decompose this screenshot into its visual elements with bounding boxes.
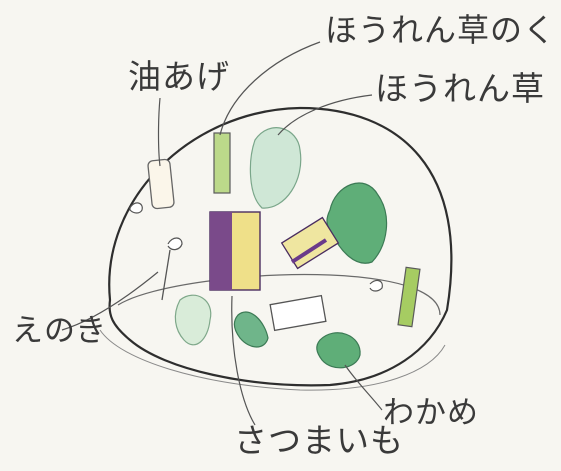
label-spinach: ほうれん草 bbox=[375, 69, 545, 108]
tofu-piece bbox=[269, 294, 327, 332]
spinach-leaf-dark bbox=[326, 182, 388, 264]
spinach-leaf-pale bbox=[249, 127, 302, 209]
bowl-outline bbox=[108, 106, 453, 387]
pointer-aburaage bbox=[157, 97, 161, 167]
pointer-enoki bbox=[61, 271, 159, 331]
label-enoki: えのき bbox=[12, 313, 108, 349]
spinach-stem-piece bbox=[397, 266, 421, 328]
enoki-mushroom bbox=[167, 237, 183, 251]
pointer-satsumaimo bbox=[231, 295, 256, 426]
pointer-spinach bbox=[277, 94, 373, 136]
enoki-mushroom bbox=[369, 279, 383, 292]
aburaage-piece bbox=[147, 158, 175, 210]
sweet-potato-skin-2 bbox=[290, 238, 328, 264]
label-satsumaimo: さつまいも bbox=[234, 421, 404, 460]
sweet-potato-skin bbox=[210, 212, 232, 290]
vegetable-piece-pale bbox=[174, 294, 212, 346]
pointer-wakame bbox=[344, 364, 383, 411]
enoki-mushroom bbox=[129, 202, 143, 214]
label-aburaage: 油あげ bbox=[128, 57, 230, 96]
spinach-stem-piece bbox=[213, 132, 231, 194]
bowl-rim-lower bbox=[99, 329, 446, 391]
pointer-stem bbox=[219, 41, 321, 136]
sweet-potato-slice-2 bbox=[280, 216, 340, 270]
wakame-piece bbox=[316, 332, 361, 369]
bowl-rim bbox=[117, 274, 441, 316]
enoki-stem bbox=[161, 249, 171, 301]
wakame-piece bbox=[233, 311, 269, 348]
label-wakame: わかめ bbox=[383, 395, 479, 431]
label-spinach-stem: ほうれん草のくき bbox=[325, 11, 561, 49]
